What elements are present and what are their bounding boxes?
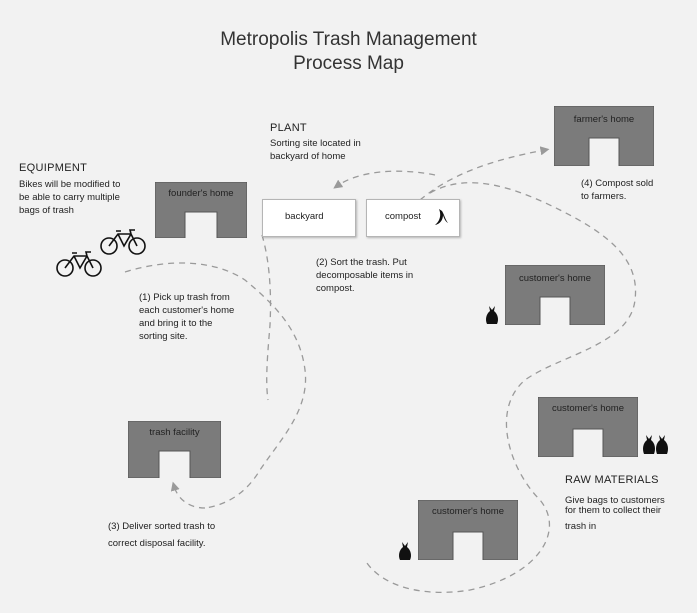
raw-materials-text-3: trash in [565,521,597,532]
route-pickup-loop [124,262,307,509]
founders-home-label: founder's home [168,188,234,199]
step2-text-3: compost. [316,283,355,294]
step4-text-1: (4) Compost sold [581,178,654,189]
bicycle-icon [56,251,102,277]
step1-text-1: (1) Pick up trash from [139,292,230,303]
equipment-text-1: Bikes will be modified to [19,179,121,190]
route-to-trash-facility [170,481,206,509]
plant-heading: PLANT [270,122,307,134]
house-shape [505,265,605,325]
farmers-home: farmer's home [554,106,654,166]
plant-text-1: Sorting site located in [270,138,361,149]
diagram-title-line1: Metropolis Trash Management [220,29,477,50]
route-to-backyard [333,170,436,189]
customer-home-1-label: customer's home [518,273,592,284]
house-shape [128,421,221,478]
route-customer-loop [364,182,637,593]
raw-materials-heading: RAW MATERIALS [565,474,659,486]
customer-home-2: customer's home [538,397,638,457]
step4-text-2: to farmers. [581,191,627,202]
equipment-text-3: bags of trash [19,205,74,216]
equipment-heading: EQUIPMENT [19,162,88,174]
banana-peel-icon [435,209,448,225]
compost-box: compost [366,199,460,237]
step1-text-4: sorting site. [139,331,188,342]
founders-home: founder's home [155,182,247,238]
step2-text-2: decomposable items in [316,270,414,281]
step3-text-1: (3) Deliver sorted trash to [108,521,216,532]
customer-home-1: customer's home [505,265,605,325]
equipment-text-2: be able to carry multiple [19,192,120,203]
customer-home-3: customer's home [418,500,518,560]
compost-label: compost [385,211,421,222]
customer-home-3-label: customer's home [431,506,505,517]
bicycle-icon [100,229,146,255]
diagram-title-line2: Process Map [293,53,404,74]
step1-text-3: and bring it to the [139,318,213,329]
house-shape [155,182,247,238]
trash-facility-label: trash facility [149,427,200,438]
trash-bag-icon [486,306,498,324]
step1-text-2: each customer's home [139,305,235,316]
house-shape [554,106,654,166]
backyard-box: backyard [262,199,356,237]
trash-bag-icon [399,542,411,560]
route-founder-to-sorting [261,234,272,401]
customer-home-2-label: customer's home [551,403,625,414]
house-shape [538,397,638,457]
trash-facility: trash facility [128,421,221,478]
backyard-label: backyard [285,211,324,222]
house-shape [418,500,518,560]
raw-materials-text-2: for them to collect their [565,505,662,516]
route-compost-to-farmer [419,146,550,201]
step2-text-1: (2) Sort the trash. Put [316,257,407,268]
raw-materials-text-1: Give bags to customers [565,495,665,506]
farmers-home-label: farmer's home [573,114,635,125]
step3-text-2: correct disposal facility. [108,538,206,549]
plant-text-2: backyard of home [270,151,346,162]
trash-bag-icon [643,435,668,454]
